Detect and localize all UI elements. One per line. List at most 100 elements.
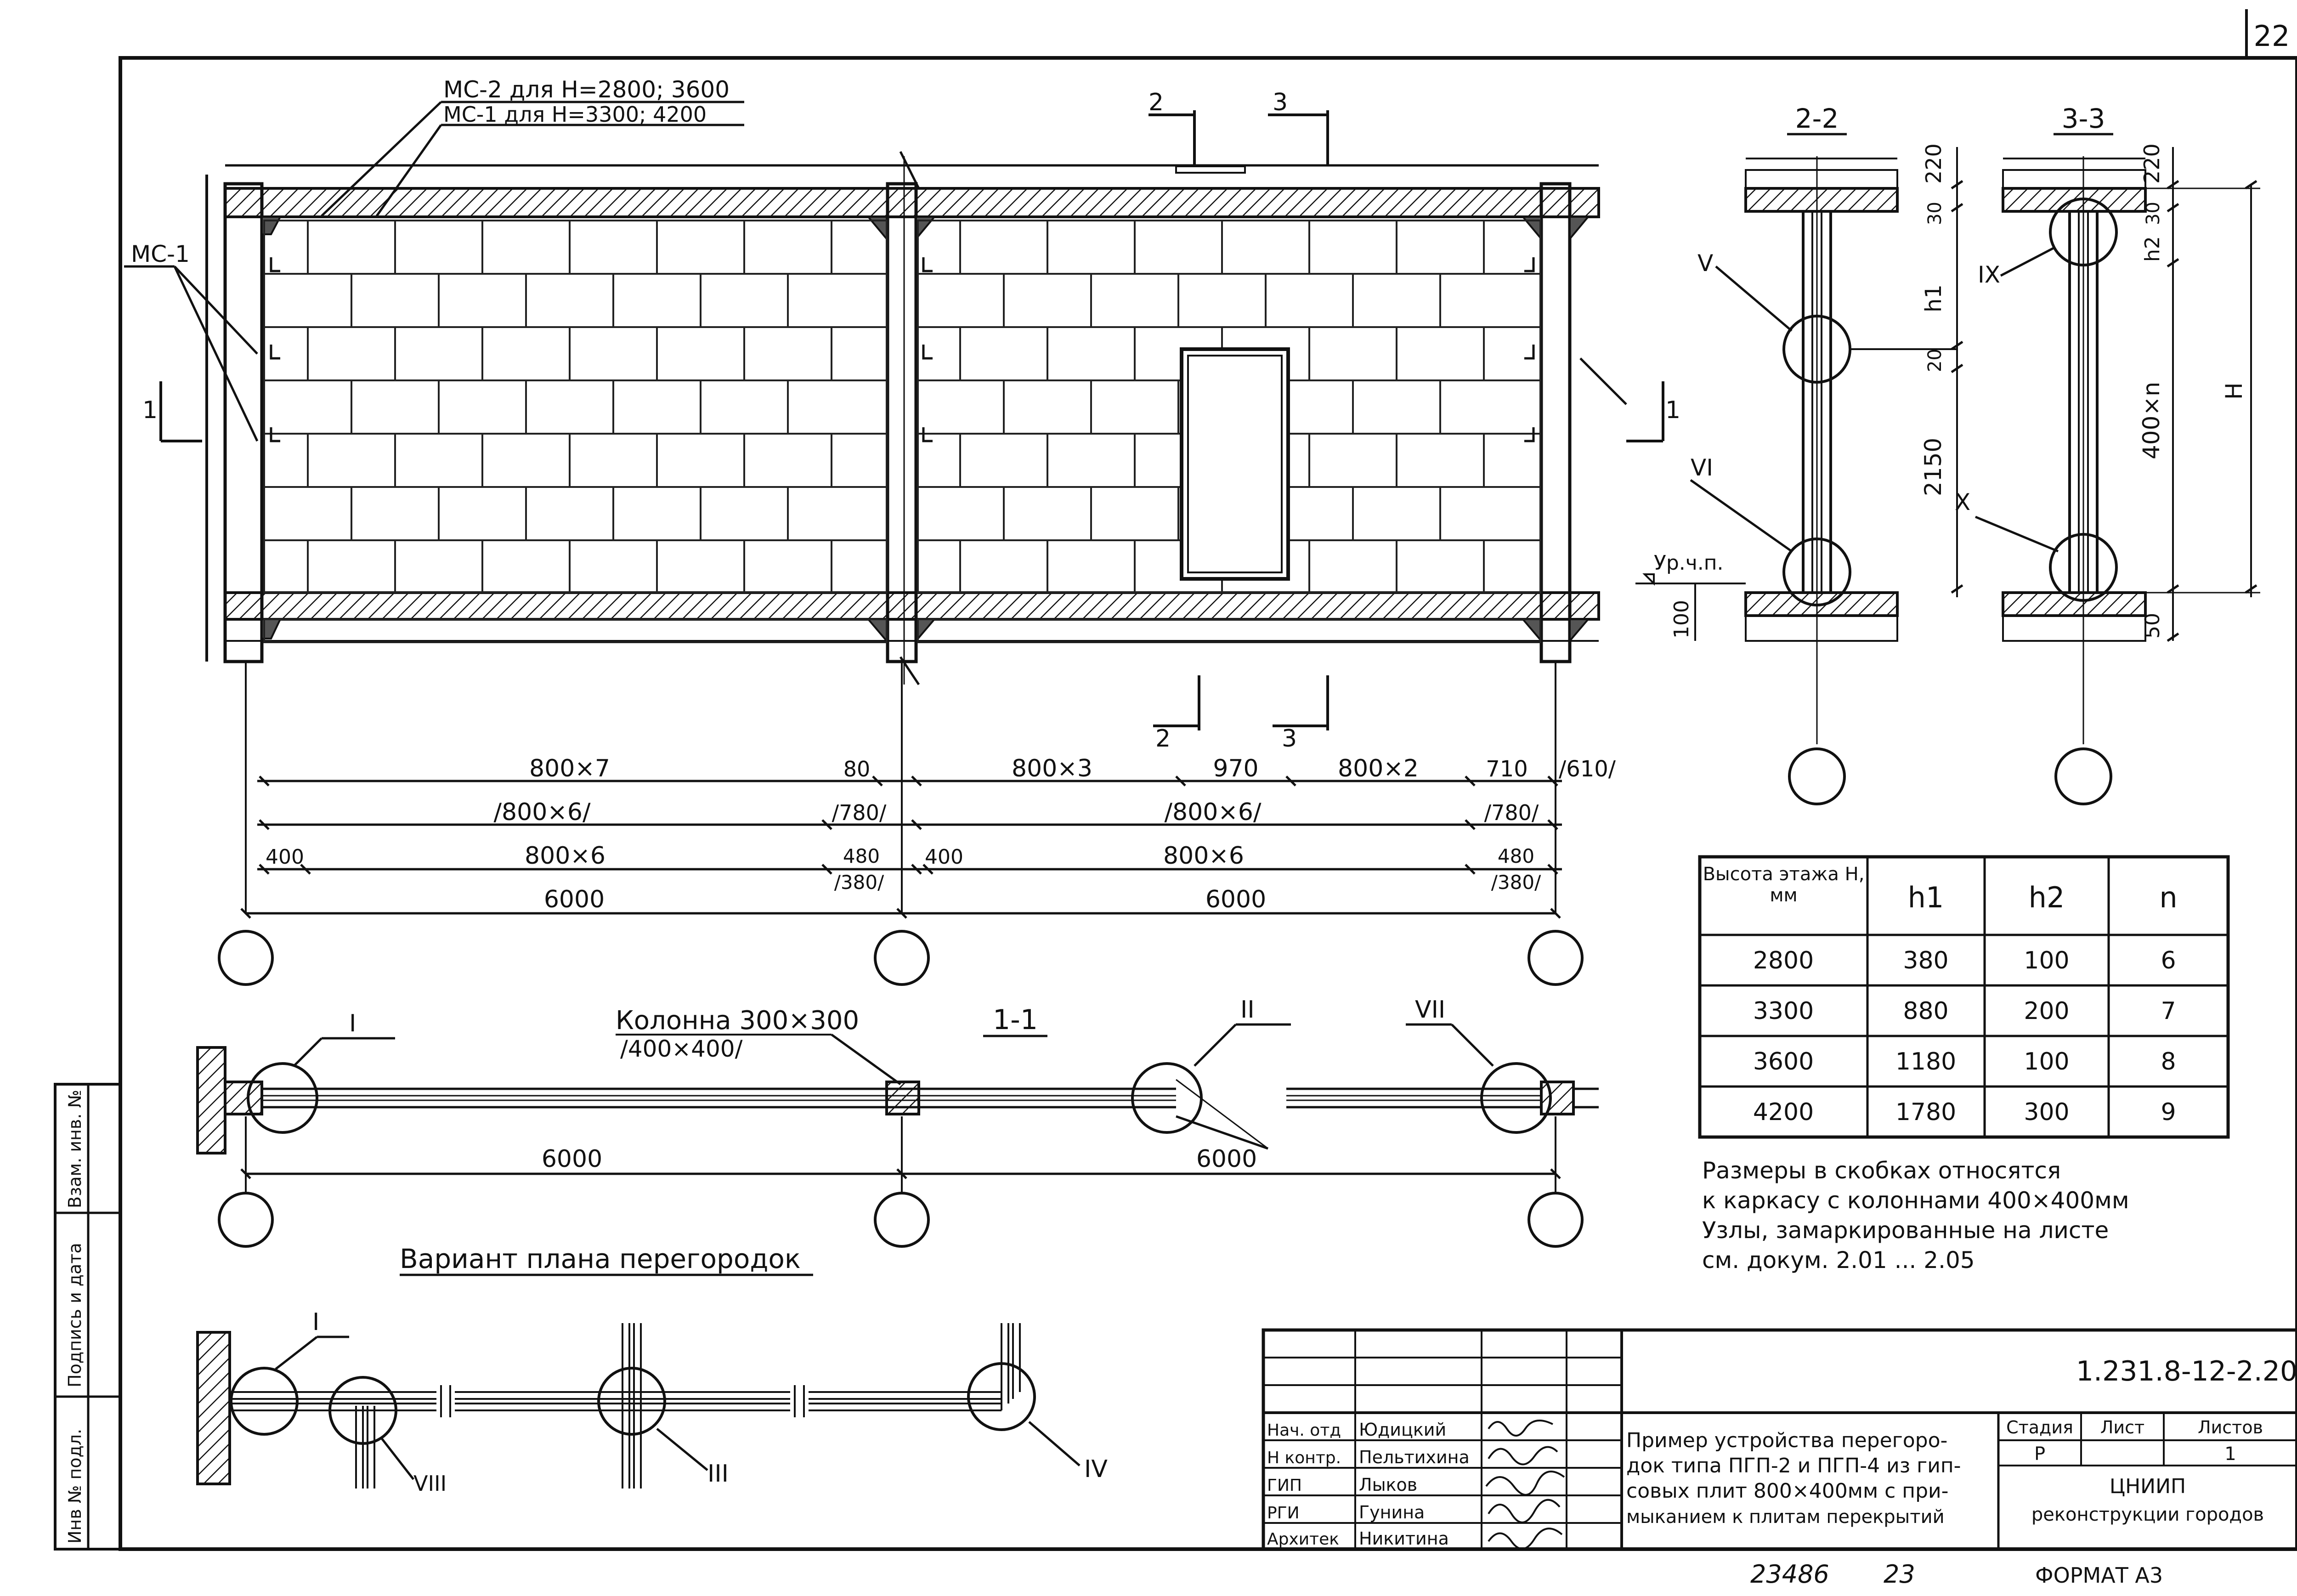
side-strip-replace: Взам. инв. № xyxy=(65,1090,85,1208)
dim-220-s33: 220 xyxy=(2139,143,2164,184)
signature xyxy=(1488,1499,1561,1523)
table-cell: 9 xyxy=(2161,1098,2176,1126)
node-vi-label: VI xyxy=(1691,454,1713,481)
note-line: Узлы, замаркированные на листе xyxy=(1702,1217,2109,1244)
plan-1-1-title: 1-1 xyxy=(993,1004,1038,1036)
column-left xyxy=(223,182,264,663)
dim-710: 710 xyxy=(1486,756,1528,782)
table-header-h1: h1 xyxy=(1908,881,1944,914)
tb-role: Н контр. xyxy=(1267,1449,1341,1467)
document-code: 1.231.8-12-2.20 xyxy=(2076,1355,2297,1387)
tb-description: мыканием к плитам перекрытий xyxy=(1626,1506,1945,1528)
dim-400n-s33: 400×n xyxy=(2138,382,2165,459)
cut-1-right: 1 xyxy=(1665,396,1680,424)
dim-h1-s22: h1 xyxy=(1921,284,1946,312)
variant-node-iii-circle xyxy=(597,1367,666,1436)
section-2-2: 2-2 V VI 220 30 h1 20 2150 Ур.ч.п. 100 xyxy=(1635,103,1963,805)
tb-stage-value: Р xyxy=(2034,1443,2045,1465)
dim-220-s22: 220 xyxy=(1921,143,1946,184)
note-line: к каркасу с колоннами 400×400мм xyxy=(1702,1187,2129,1214)
column-mid xyxy=(886,182,918,663)
tb-sheets-header: Листов xyxy=(2198,1417,2263,1438)
node-ix-label: IX xyxy=(1978,261,2000,288)
sheet-number: 22 xyxy=(2254,19,2290,53)
table-cell: 3600 xyxy=(1753,1048,1814,1075)
sheet-number-box: 22 xyxy=(2245,9,2297,59)
dim-480-left: 480 xyxy=(843,845,880,867)
sheet-border xyxy=(119,56,2297,1551)
plan-column-mid xyxy=(885,1081,920,1115)
plan-dim-6000-right: 6000 xyxy=(1196,1145,1257,1173)
dim-2150-s22: 2150 xyxy=(1920,438,1946,496)
format-label: ФОРМАТ А3 xyxy=(2035,1563,2163,1588)
variant-node-iii-label: III xyxy=(707,1460,729,1488)
label-mc1-top: МС-1 для Н=3300; 4200 xyxy=(443,102,707,127)
node-v-label: V xyxy=(1697,250,1713,277)
dim-800x7: 800×7 xyxy=(529,755,610,782)
node-v-circle xyxy=(1782,315,1851,384)
variant-node-viii-circle xyxy=(328,1376,397,1445)
variant-node-i-label: I xyxy=(312,1308,319,1336)
plan-node-ii-label: II xyxy=(1240,996,1255,1024)
tb-org-line2: реконструкции городов xyxy=(2031,1504,2264,1525)
table-header-n: n xyxy=(2159,881,2177,914)
plan-column-label-alt: /400×400/ xyxy=(620,1036,743,1062)
plan-column-label: Колонна 300×300 xyxy=(616,1006,859,1036)
side-strip-inv: Инв № подл. xyxy=(65,1429,85,1544)
dim-80: 80 xyxy=(843,757,871,781)
dim-800x6-left: 800×6 xyxy=(525,842,605,870)
table-cell: 6 xyxy=(2161,947,2176,974)
height-table: Высота этажа Н, мм h1 h2 n 2800 380 100 … xyxy=(1698,855,2230,1139)
floor-mark-label: Ур.ч.п. xyxy=(1654,551,1723,575)
dim-480-right: 480 xyxy=(1498,845,1534,867)
variant-node-viii-label: VIII xyxy=(413,1471,447,1496)
plan-axis-bubble-2 xyxy=(874,1192,930,1248)
plan-node-i-label: I xyxy=(349,1010,356,1037)
tb-org-line1: ЦНИИП xyxy=(2110,1475,2186,1498)
dim-400-left: 400 xyxy=(266,845,304,869)
dim-800x6-alt-left: /800×6/ xyxy=(494,798,591,826)
inventory-number: 23486 xyxy=(1750,1560,1829,1589)
plan-axis-bubble-3 xyxy=(1528,1192,1584,1248)
variant-node-iv-circle xyxy=(967,1362,1036,1431)
table-cell: 3300 xyxy=(1753,997,1814,1025)
variant-node-i-circle xyxy=(230,1367,299,1436)
axis-bubble-3 xyxy=(1528,930,1584,986)
tb-name: Никитина xyxy=(1359,1528,1449,1549)
signature xyxy=(1488,1446,1558,1466)
table-cell: 380 xyxy=(1903,947,1948,974)
variant-plan: Вариант плана перегородок I VIII III IV xyxy=(196,1243,1108,1496)
dim-780-right: /780/ xyxy=(1484,800,1539,825)
tb-name: Лыков xyxy=(1359,1475,1417,1495)
partition-panel-right xyxy=(917,220,1541,643)
dim-6000-right: 6000 xyxy=(1205,886,1266,913)
inventory-page: 23 xyxy=(1884,1560,1915,1589)
signature xyxy=(1488,1528,1563,1550)
tb-role: РГИ xyxy=(1267,1504,1300,1522)
node-ix-circle xyxy=(2049,198,2118,266)
cut-3-bottom: 3 xyxy=(1282,725,1297,753)
table-cell: 1780 xyxy=(1895,1098,1956,1126)
dim-h2-s33: h2 xyxy=(2141,236,2164,262)
table-cell: 100 xyxy=(2024,947,2069,974)
dim-800x6-right: 800×6 xyxy=(1163,842,1244,870)
tb-description: док типа ПГП-2 и ПГП-4 из гип- xyxy=(1626,1454,1961,1477)
dim-400-right: 400 xyxy=(925,845,963,869)
tb-description: совых плит 800×400мм с при- xyxy=(1626,1479,1948,1503)
section-3-3-title: 3-3 xyxy=(2062,103,2105,134)
dimension-chain xyxy=(240,775,1562,919)
partition-panel-left xyxy=(263,220,888,643)
table-cell: 300 xyxy=(2024,1098,2069,1126)
variant-title: Вариант плана перегородок xyxy=(400,1243,801,1274)
cut-3-top: 3 xyxy=(1273,89,1288,116)
door-opening xyxy=(1180,347,1290,581)
axis-bubble-s33 xyxy=(2054,747,2112,805)
variant-node-iv-label: IV xyxy=(1084,1455,1108,1483)
plan-1-1: I II VII Колонна 300×300 /400×400/ 1-1 6… xyxy=(196,996,1599,1248)
tb-name: Пельтихина xyxy=(1359,1447,1470,1467)
table-cell: 2800 xyxy=(1753,947,1814,974)
plan-node-vii-label: VII xyxy=(1415,996,1445,1024)
tb-role: ГИП xyxy=(1267,1476,1302,1495)
dim-780-left: /780/ xyxy=(832,800,887,825)
